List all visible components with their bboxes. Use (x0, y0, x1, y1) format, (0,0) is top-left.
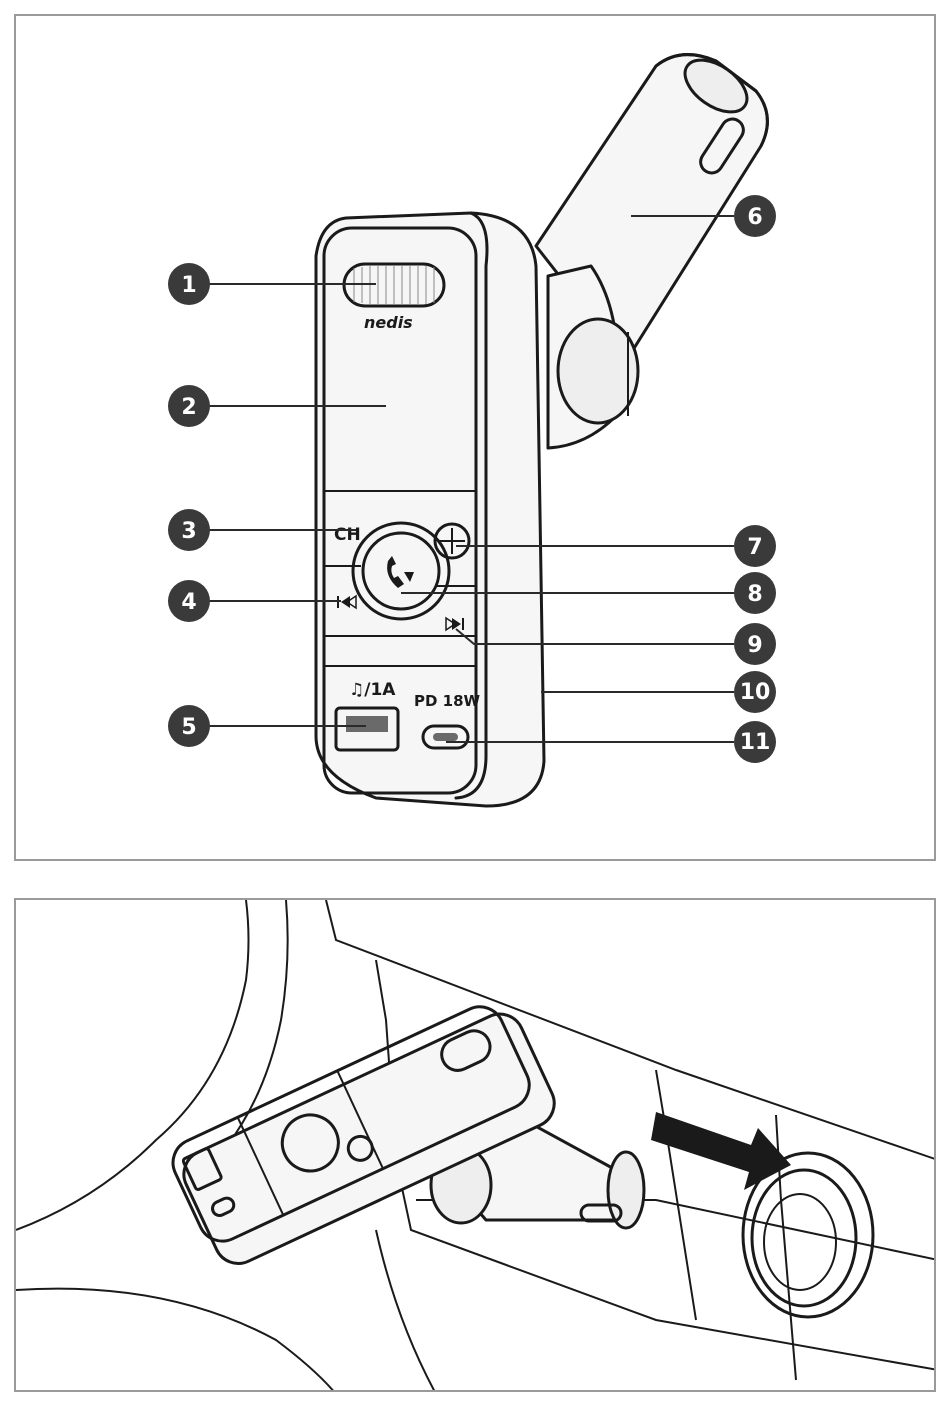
ch-button-label: CH (334, 525, 361, 545)
callout-9: 9 (734, 623, 776, 665)
callout-1: 1 (168, 263, 210, 305)
svg-text:7: 7 (747, 535, 762, 560)
device-illustration: nedis CH ♫/1A PD 18W 1 2 3 4 5 6 7 8 9 1… (16, 16, 936, 861)
installation-illustration (16, 900, 936, 1392)
svg-text:10: 10 (740, 680, 771, 705)
callout-4: 4 (168, 580, 210, 622)
callout-2: 2 (168, 385, 210, 427)
callout-3: 3 (168, 509, 210, 551)
callout-8: 8 (734, 572, 776, 614)
callout-7: 7 (734, 525, 776, 567)
insert-direction-arrow (651, 1112, 791, 1190)
callout-11: 11 (734, 721, 776, 763)
device-body (316, 213, 544, 806)
svg-text:9: 9 (747, 633, 762, 658)
usb-c-port-label: PD 18W (414, 692, 481, 710)
car-plug (536, 50, 767, 448)
installation-panel (14, 898, 936, 1392)
svg-text:1: 1 (181, 273, 196, 298)
svg-text:5: 5 (181, 715, 196, 740)
device-body-bottom (165, 993, 562, 1274)
callout-10: 10 (734, 671, 776, 713)
svg-text:3: 3 (181, 519, 196, 544)
svg-text:11: 11 (740, 730, 771, 755)
callout-6: 6 (734, 195, 776, 237)
usb-a-port-label: ♫/1A (349, 680, 396, 700)
svg-text:2: 2 (181, 395, 196, 420)
callout-5: 5 (168, 705, 210, 747)
brand-logo: nedis (364, 313, 413, 332)
svg-text:8: 8 (747, 582, 762, 607)
svg-text:6: 6 (747, 205, 762, 230)
device-diagram-panel: nedis CH ♫/1A PD 18W 1 2 3 4 5 6 7 8 9 1… (14, 14, 936, 861)
svg-text:4: 4 (181, 590, 196, 615)
